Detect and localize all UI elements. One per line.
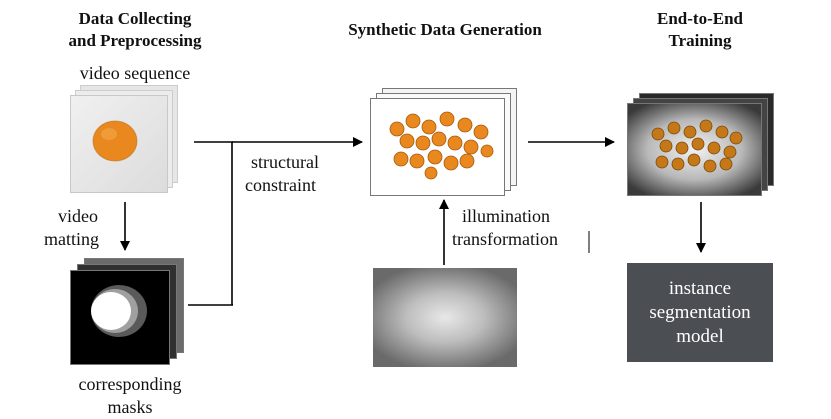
- label-corresponding-line2: masks: [107, 397, 153, 417]
- label-illumination-line1: illumination: [462, 206, 550, 226]
- illumination-map: [373, 268, 517, 367]
- header-data-collecting-line2: and Preprocessing: [68, 31, 202, 50]
- label-corresponding-line1: corresponding: [78, 374, 182, 394]
- label-illumination-line2: transformation: [452, 229, 558, 249]
- header-data-collecting: Data Collecting and Preprocessing: [40, 8, 230, 52]
- mask-frame-front: [70, 270, 170, 365]
- video-frame-front: [70, 95, 168, 193]
- training-image: [651, 119, 743, 173]
- masks-stack: [70, 258, 185, 366]
- instance-segmentation-model-box: instance segmentation model: [627, 263, 773, 362]
- label-illumination-transformation: illumination transformation: [452, 205, 592, 251]
- synthetic-data-stack: [370, 88, 520, 198]
- mask-image: [91, 285, 147, 337]
- model-box-line3: model: [676, 325, 724, 347]
- training-data-stack: [627, 93, 777, 199]
- label-video-matting: video matting: [44, 205, 124, 251]
- label-video-matting-line1: video: [58, 206, 98, 226]
- model-box-line2: segmentation: [649, 301, 751, 323]
- label-structural-constraint: structural constraint: [245, 151, 355, 197]
- header-data-collecting-line1: Data Collecting: [78, 9, 192, 28]
- label-video-matting-line2: matting: [44, 229, 99, 249]
- synthetic-frame-front: [370, 98, 505, 196]
- label-video-sequence: video sequence: [79, 63, 191, 83]
- label-corresponding-masks: corresponding masks: [40, 373, 220, 419]
- label-structural-line1: structural: [251, 152, 319, 172]
- header-end-to-end-training: End-to-End Training: [620, 8, 780, 52]
- orange-image: [92, 120, 138, 162]
- model-box-line1: instance: [668, 277, 732, 299]
- oranges-composite-image: [389, 111, 494, 180]
- label-structural-line2: constraint: [245, 175, 316, 195]
- training-frame-front: [627, 103, 762, 196]
- header-synthetic-data-generation: Synthetic Data Generation: [348, 20, 542, 39]
- video-sequence-stack: [70, 85, 180, 195]
- header-training-line1: End-to-End: [657, 9, 743, 28]
- header-training-line2: Training: [668, 31, 732, 50]
